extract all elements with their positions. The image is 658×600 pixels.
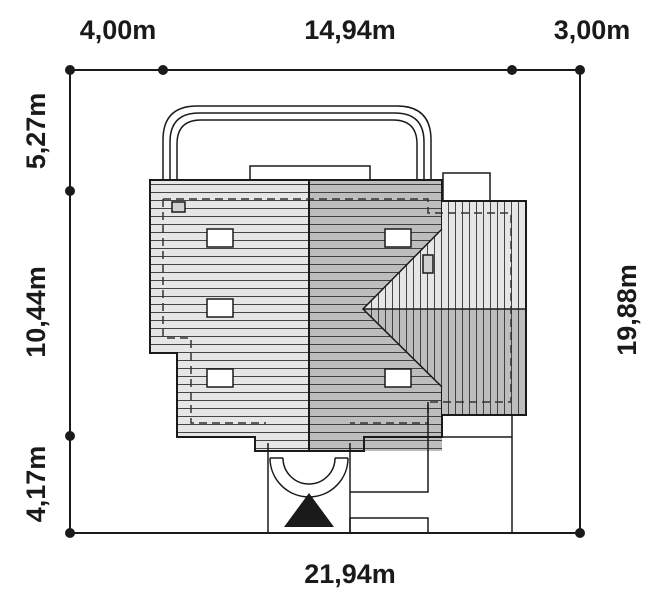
entrance-triangle-icon [284,493,334,527]
roof-windows [171,201,434,388]
dim-bottom-total: 21,94m [304,559,396,589]
dim-top-middle: 14,94m [304,15,396,45]
dim-left-bottom: 4,17m [21,446,51,523]
dim-top-right: 3,00m [554,15,631,45]
dim-right-total: 19,88m [612,264,642,356]
dimension-dots [65,65,585,538]
dim-left-top: 5,27m [21,93,51,170]
dim-top-left: 4,00m [80,15,157,45]
plot-boundary [69,69,581,534]
entrance-area [267,402,513,533]
roof-wing [361,200,527,416]
dim-left-middle: 10,44m [21,266,51,358]
